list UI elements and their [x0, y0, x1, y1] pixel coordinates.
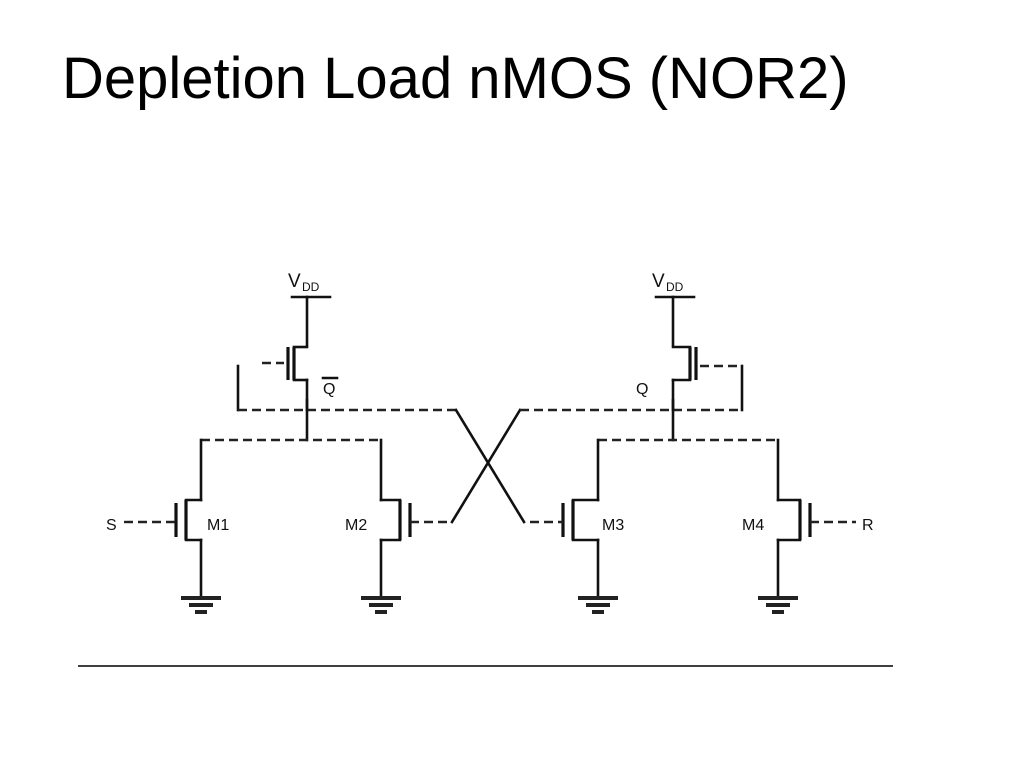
right-supply-label: V DD: [652, 271, 684, 294]
input-s-label: S: [106, 517, 117, 534]
svg-text:V: V: [288, 271, 301, 292]
m3-label: M3: [602, 517, 624, 534]
left-supply-label: V DD: [288, 271, 320, 294]
ground-m1-icon: [181, 596, 221, 614]
transistor-m1: [174, 498, 203, 598]
cross-wire-b: [450, 408, 522, 524]
m2-label: M2: [345, 517, 367, 534]
svg-text:DD: DD: [666, 280, 684, 294]
ground-m4-icon: [758, 596, 798, 614]
m4-label: M4: [742, 517, 764, 534]
left-depletion-load: [236, 345, 309, 412]
ground-m2-icon: [361, 596, 401, 614]
slide-title: Depletion Load nMOS (NOR2): [62, 46, 849, 111]
q-label: Q: [636, 381, 648, 398]
right-depletion-load: [671, 345, 744, 412]
cross-wire-a: [454, 408, 526, 524]
transistor-m2: [379, 498, 412, 598]
svg-text:V: V: [652, 271, 665, 292]
transistor-m3: [561, 498, 600, 598]
ground-m3-icon: [578, 596, 618, 614]
svg-text:DD: DD: [302, 280, 320, 294]
transistor-m4: [776, 498, 812, 598]
m1-label: M1: [207, 517, 229, 534]
input-r-label: R: [862, 517, 874, 534]
q-bar-label: Q: [323, 381, 335, 398]
